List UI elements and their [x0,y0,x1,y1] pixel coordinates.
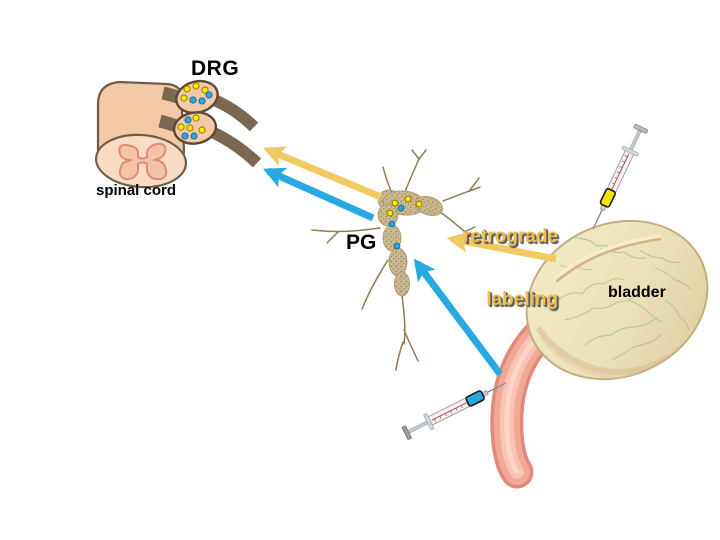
syringe-scale-ticks [611,155,628,185]
neuron-dot-yellow [391,199,399,207]
syringe-plunger-top [633,123,648,134]
urethra-illustration [490,309,566,489]
arrow-blue-pg-to-drg [263,167,375,222]
gray-matter-butterfly [118,142,168,181]
pg-nerve-branches [311,149,481,371]
drg-ganglia [172,79,219,145]
neuron-dot-yellow [198,126,206,134]
neuron-dot-yellow [404,195,412,203]
syringe-scale-ticks [434,405,463,422]
neuron-dot-yellow [386,209,394,217]
arrow-blue-urethra-to-pg [413,258,503,377]
pg-dots [386,195,423,250]
neuron-dot-blue [190,132,198,140]
neuron-dot-blue [393,242,401,250]
neuron-dot-yellow [201,86,209,94]
neuron-dot-yellow [180,94,188,102]
neuron-dot-blue [181,132,189,140]
drg-label: DRG [191,57,240,80]
neuron-dot-yellow [415,200,423,208]
syringe-scale-line [611,153,630,190]
syringe-dye-band-blue [465,390,485,407]
neuron-dot-blue [388,220,396,228]
bladder-illustration [525,219,709,381]
neuron-dot-blue [205,91,213,99]
urethra-highlight [504,323,552,475]
neuron-dot-blue [189,96,197,104]
bladder-label: bladder [608,284,666,301]
syringe-plunger-rod [629,129,642,151]
syringe-needle [592,209,603,230]
pg-body [377,189,444,297]
pelvic-ganglion-illustration [311,149,481,371]
retrograde-labeling-caption: retrograde labeling [430,184,558,331]
arrow-yellow-bladder-to-pg [446,231,557,263]
neuron-dot-blue [184,116,192,124]
syringe-dye-band-yellow [599,188,616,208]
neuron-dot-yellow [183,85,191,93]
retrograde-caption-line2: labeling [486,289,558,310]
neuron-dot-yellow [192,82,200,90]
retrograde-caption-line1: retrograde [462,226,558,247]
bladder-crease [555,237,662,283]
neuron-dot-yellow [186,124,194,132]
retrograde-arrows [262,146,557,377]
drg-upper-dots [180,82,213,105]
pg-label: PG [346,231,377,254]
syringe-plunger-rod [407,420,429,434]
syringe-blue-dye [401,382,507,440]
drg-lower-dots [177,114,206,140]
neuron-dot-blue [397,204,405,212]
arrow-yellow-pg-to-drg [262,146,383,201]
neuron-dot-yellow [192,114,200,122]
syringe-scale-line [431,402,467,421]
spinal-cord-illustration [94,80,188,189]
syringe-yellow-dye [592,123,648,230]
bladder-crease-highlight [552,234,662,282]
neuron-dot-blue [198,97,206,105]
syringe-needle [486,382,507,394]
spinal-cord-label: spinal cord [96,182,177,199]
syringe-plunger-top [401,425,412,440]
neuron-dot-yellow [177,123,185,131]
